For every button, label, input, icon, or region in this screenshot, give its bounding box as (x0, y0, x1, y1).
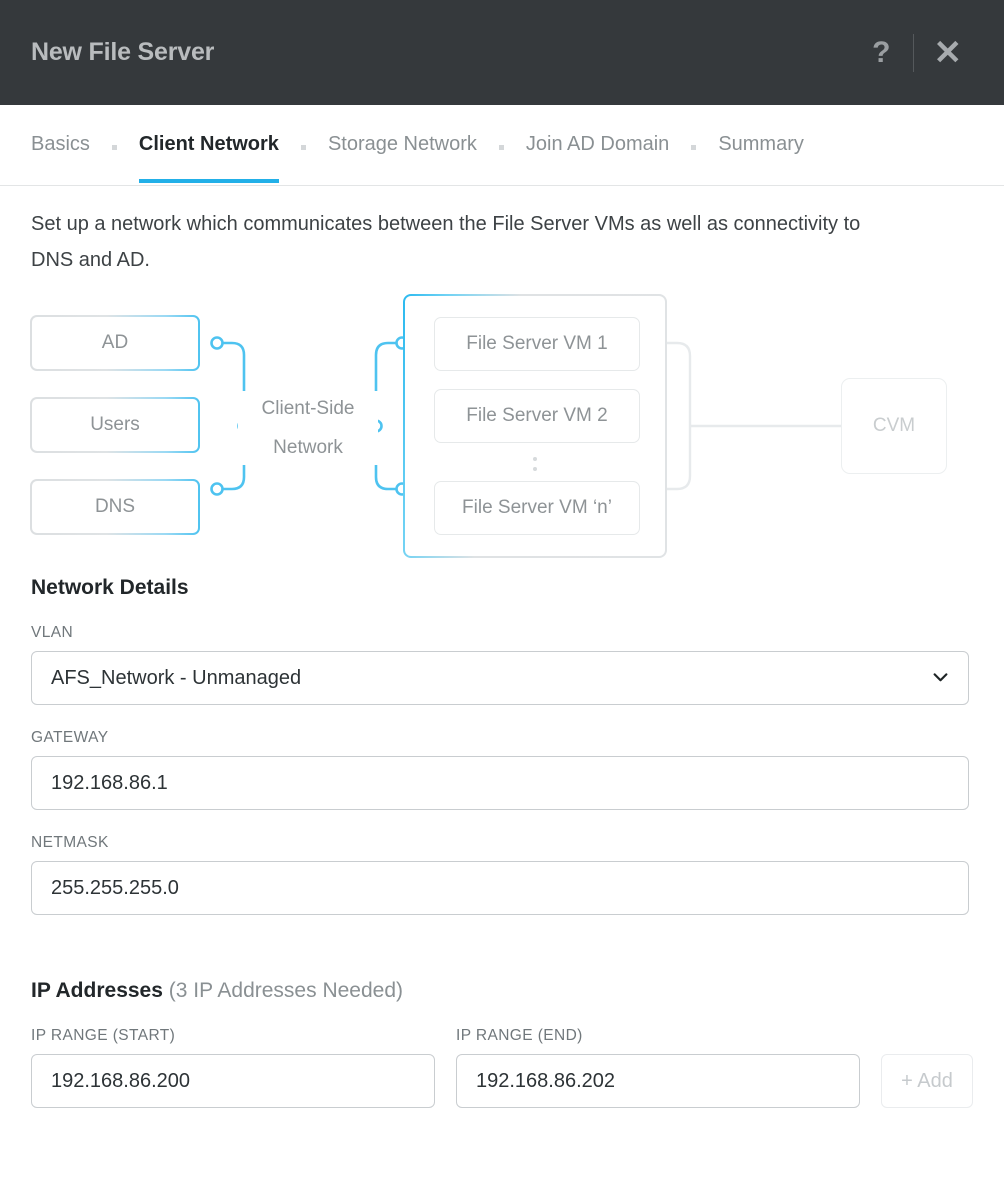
page-description: Set up a network which communicates betw… (31, 213, 861, 271)
gateway-label: GATEWAY (31, 729, 109, 746)
vlan-select[interactable]: AFS_Network - Unmanaged (31, 651, 969, 705)
vertical-ellipsis-icon (405, 451, 665, 477)
field-vlan: VLAN AFS_Network - Unmanaged (31, 624, 973, 705)
tab-join-ad-domain[interactable]: Join AD Domain (525, 132, 670, 155)
ip-range-end-value: 192.168.86.202 (476, 1069, 616, 1092)
section-title-network-details: Network Details (31, 576, 189, 599)
dialog-title: New File Server (31, 38, 215, 66)
titlebar-actions: ? ✕ (856, 29, 976, 77)
netmask-input[interactable]: 255.255.255.0 (31, 861, 969, 915)
diagram-node-users: Users (30, 397, 200, 453)
diagram-node-label: CVM (872, 415, 916, 436)
ip-range-end-label: IP RANGE (END) (456, 1027, 583, 1044)
ip-range-row: IP RANGE (START) 192.168.86.200 IP RANGE… (31, 1003, 973, 1108)
diagram-node-label: File Server VM 1 (466, 333, 608, 354)
network-label-line1: Client-Side (238, 391, 378, 428)
network-label-line2: Network (238, 428, 378, 465)
ip-range-start-label: IP RANGE (START) (31, 1027, 176, 1044)
netmask-value: 255.255.255.0 (51, 876, 179, 899)
add-ip-range-button[interactable]: + Add (881, 1054, 973, 1108)
file-server-vm-group: File Server VM 1 File Server VM 2 File S… (403, 294, 667, 558)
ip-range-end-input[interactable]: 192.168.86.202 (456, 1054, 860, 1108)
diagram-node-label: File Server VM 2 (466, 405, 608, 426)
chevron-down-icon (933, 673, 948, 682)
help-icon[interactable]: ? (872, 35, 891, 69)
field-netmask: NETMASK 255.255.255.0 (31, 834, 973, 915)
diagram-node-file-server-vm-n: File Server VM ‘n’ (434, 481, 640, 535)
diagram-node-ad: AD (30, 315, 200, 371)
wizard-tabs: Basics Client Network Storage Network Jo… (0, 105, 1004, 186)
gateway-input[interactable]: 192.168.86.1 (31, 756, 969, 810)
tab-separator (691, 145, 697, 150)
tab-separator (111, 145, 117, 150)
tab-basics[interactable]: Basics (31, 132, 90, 155)
titlebar-divider (912, 33, 914, 72)
diagram-network-label: Client-Side Network (238, 391, 378, 465)
ip-addresses-heading: IP Addresses (31, 979, 163, 1002)
diagram-node-label: File Server VM ‘n’ (462, 497, 612, 518)
ip-range-start-value: 192.168.86.200 (51, 1069, 191, 1092)
tab-separator (498, 145, 504, 150)
diagram-node-file-server-vm-2: File Server VM 2 (434, 389, 640, 443)
tab-separator (300, 145, 306, 150)
diagram-node-label: DNS (94, 496, 136, 517)
diagram-node-cvm: CVM (841, 378, 947, 474)
tab-summary[interactable]: Summary (718, 132, 804, 155)
client-network-diagram: AD Users DNS Client-Side Network File Se… (0, 286, 1004, 566)
section-title-ip-addresses: IP Addresses (3 IP Addresses Needed) (31, 979, 973, 1003)
dialog-titlebar: New File Server ? ✕ (0, 0, 1004, 105)
diagram-node-file-server-vm-1: File Server VM 1 (434, 317, 640, 371)
field-ip-range-start: IP RANGE (START) 192.168.86.200 (31, 1003, 435, 1108)
tab-storage-network[interactable]: Storage Network (327, 132, 477, 155)
netmask-label: NETMASK (31, 834, 109, 851)
field-gateway: GATEWAY 192.168.86.1 (31, 729, 973, 810)
field-ip-range-end: IP RANGE (END) 192.168.86.202 (456, 1003, 860, 1108)
close-icon[interactable]: ✕ (933, 33, 963, 72)
diagram-node-dns: DNS (30, 479, 200, 535)
vlan-label: VLAN (31, 624, 74, 641)
ip-range-start-input[interactable]: 192.168.86.200 (31, 1054, 435, 1108)
vlan-selected-value: AFS_Network - Unmanaged (51, 666, 302, 689)
dialog-content: Set up a network which communicates betw… (0, 186, 1004, 1108)
gateway-value: 192.168.86.1 (51, 771, 168, 794)
ip-addresses-note: (3 IP Addresses Needed) (168, 979, 404, 1002)
tab-client-network[interactable]: Client Network (138, 133, 279, 183)
diagram-node-label: AD (101, 332, 129, 353)
diagram-node-label: Users (90, 414, 140, 435)
